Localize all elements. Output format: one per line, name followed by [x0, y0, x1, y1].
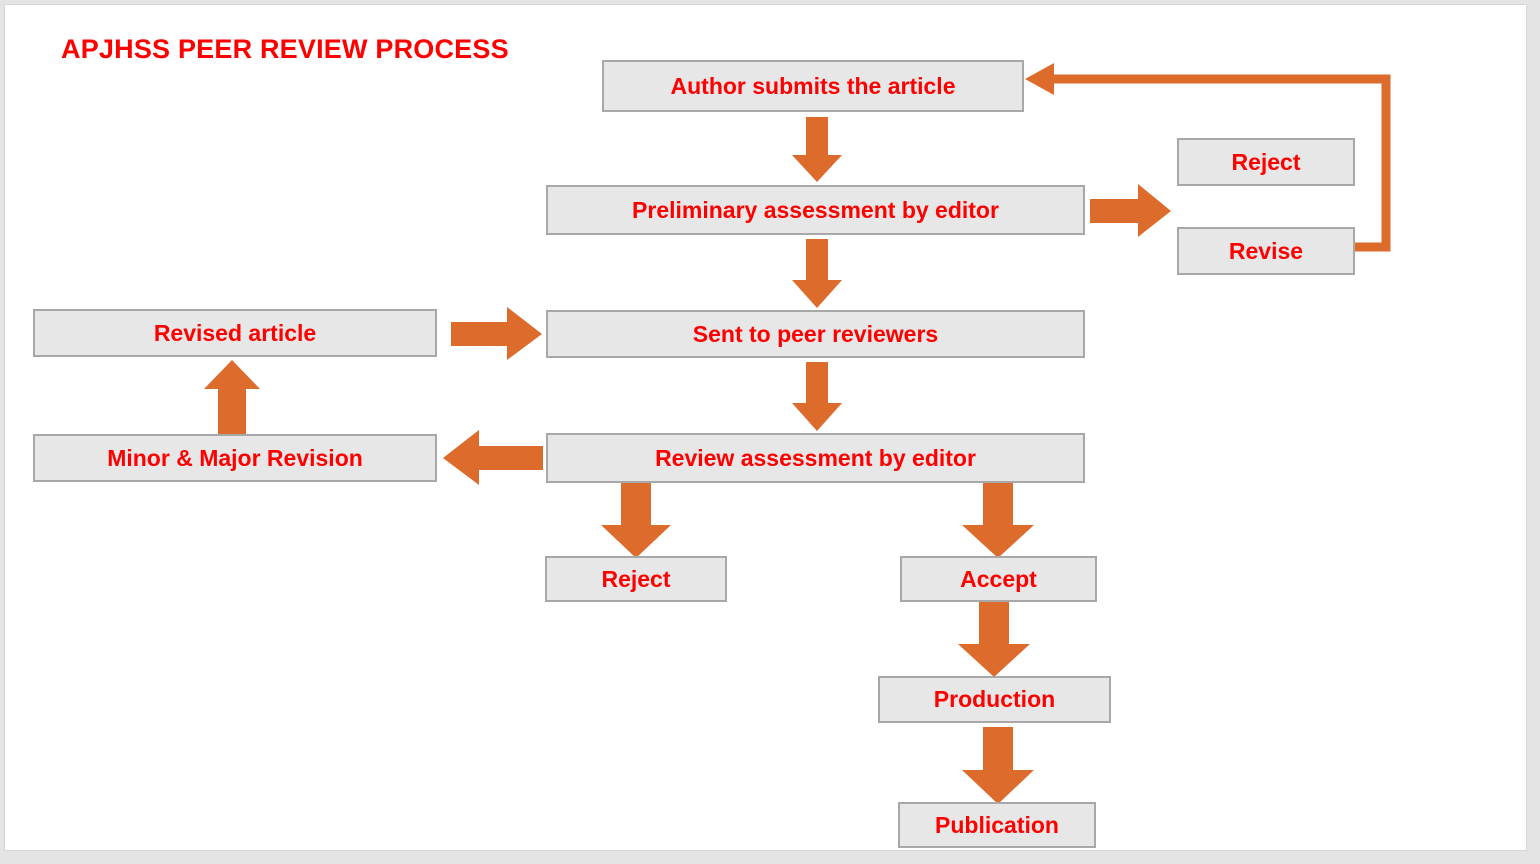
node-reject-top[interactable]: Reject — [1177, 138, 1355, 186]
node-label: Publication — [935, 811, 1059, 838]
node-label: Minor & Major Revision — [107, 444, 363, 471]
node-revise[interactable]: Revise — [1177, 227, 1355, 275]
arrow-accept-to-production — [958, 602, 1030, 677]
node-production[interactable]: Production — [878, 676, 1111, 723]
arrow-review-to-revision — [443, 430, 543, 485]
arrow-revised-to-sent — [451, 307, 542, 360]
node-preliminary-assessment[interactable]: Preliminary assessment by editor — [546, 185, 1085, 235]
node-label: Author submits the article — [670, 72, 956, 99]
node-label: Review assessment by editor — [655, 444, 976, 471]
node-label: Production — [933, 686, 1056, 712]
node-label: Revise — [1228, 237, 1304, 264]
node-label: Reject — [601, 565, 671, 592]
node-reject-bottom[interactable]: Reject — [545, 556, 727, 602]
page-title: APJHSS PEER REVIEW PROCESS — [61, 34, 509, 64]
arrow-preliminary-to-sent — [792, 239, 842, 308]
node-sent-to-reviewers[interactable]: Sent to peer reviewers — [546, 310, 1085, 358]
node-publication[interactable]: Publication — [898, 802, 1096, 848]
node-author-submits[interactable]: Author submits the article — [602, 60, 1024, 112]
arrow-preliminary-to-decision — [1090, 184, 1171, 237]
arrow-sent-to-review — [792, 362, 842, 431]
node-review-assessment[interactable]: Review assessment by editor — [546, 433, 1085, 483]
arrow-revision-to-revised — [204, 360, 260, 435]
arrow-author-to-preliminary — [792, 117, 842, 182]
node-label: Preliminary assessment by editor — [632, 196, 999, 223]
node-accept[interactable]: Accept — [900, 556, 1097, 602]
arrow-review-to-accept — [962, 483, 1034, 558]
node-minor-major-revision[interactable]: Minor & Major Revision — [33, 434, 437, 482]
arrow-production-to-publication — [962, 727, 1034, 804]
node-label: Revised article — [153, 319, 317, 346]
arrow-review-to-reject — [601, 483, 671, 558]
node-label: Reject — [1231, 148, 1301, 175]
diagram-canvas: APJHSS PEER REVIEW PROCESS — [4, 4, 1527, 851]
node-label: Accept — [960, 565, 1037, 592]
node-revised-article[interactable]: Revised article — [33, 309, 437, 357]
node-label: Sent to peer reviewers — [692, 320, 939, 347]
